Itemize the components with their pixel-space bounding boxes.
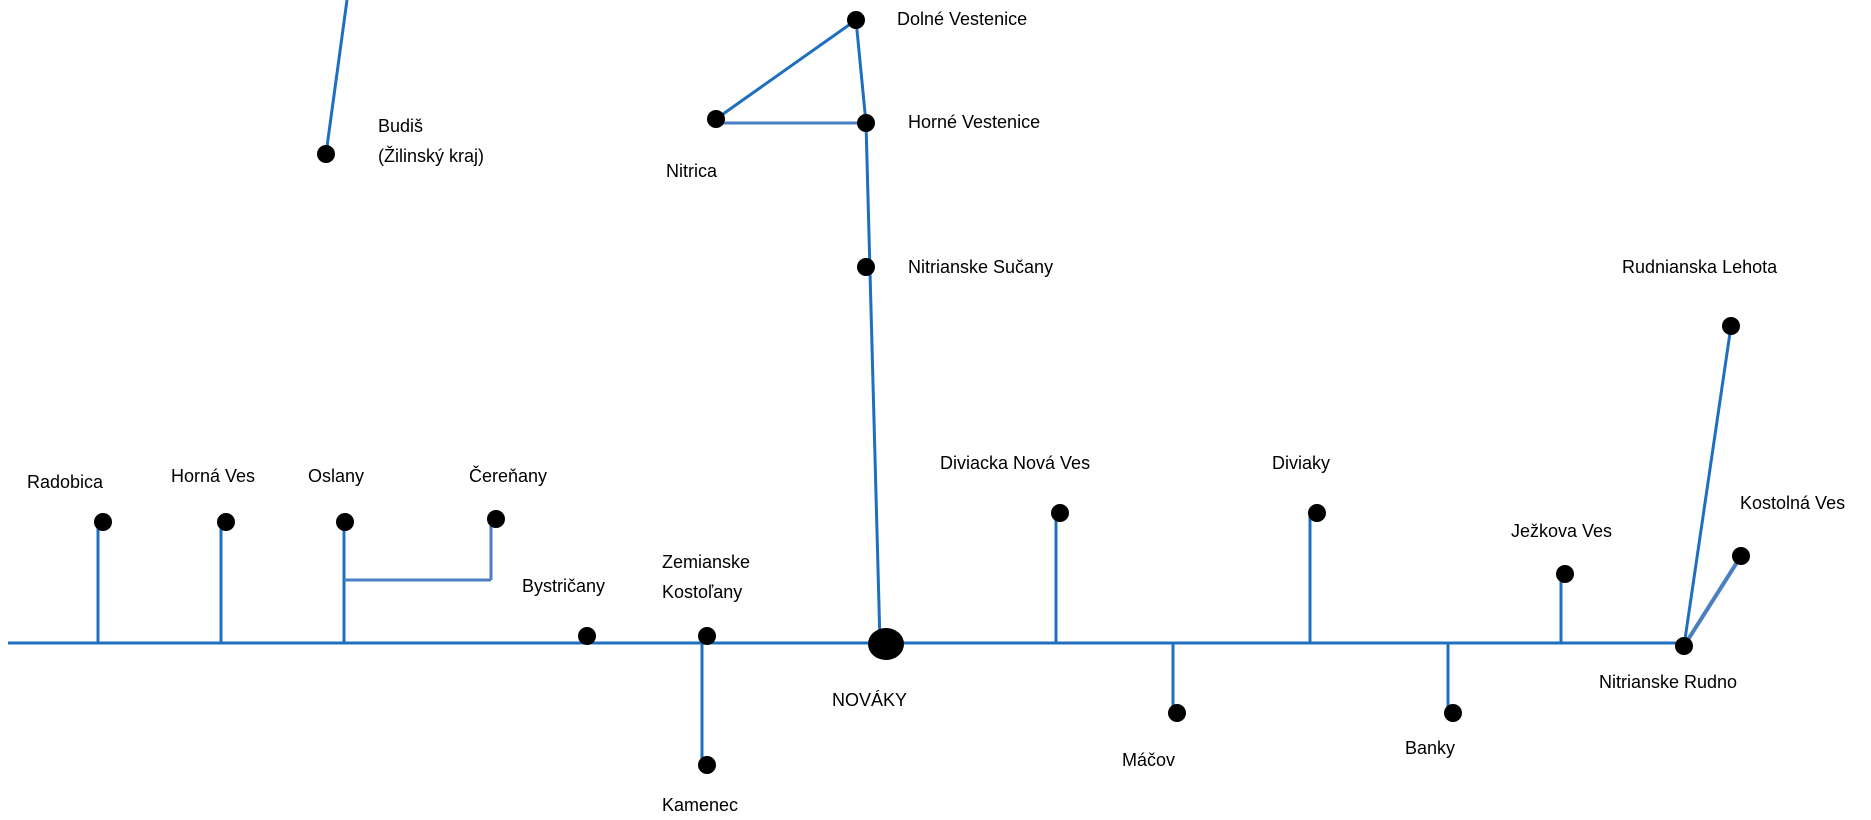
label-bystricany: Bystričany xyxy=(522,576,606,596)
node-diviaky xyxy=(1308,504,1326,522)
node-cerenany xyxy=(487,510,505,528)
label-budis-line2: (Žilinský kraj) xyxy=(378,146,484,166)
node-kostolna-ves xyxy=(1732,547,1750,565)
node-oslany xyxy=(336,513,354,531)
node-macov xyxy=(1168,704,1186,722)
label-radobica: Radobica xyxy=(27,472,104,492)
node-zemianske-kostolany xyxy=(698,627,716,645)
label-dolne-vestenice: Dolné Vestenice xyxy=(897,9,1028,29)
node-radobica xyxy=(94,513,112,531)
route-lines xyxy=(8,0,1743,765)
label-zemianske-kostolany: Zemianske Kostoľany xyxy=(662,547,750,607)
line-budis xyxy=(324,0,349,155)
label-banky: Banky xyxy=(1405,738,1456,758)
node-novaky xyxy=(868,628,904,660)
node-horna-ves xyxy=(217,513,235,531)
label-zemianske-kostolany-line1: Zemianske xyxy=(662,552,751,572)
label-nitrica: Nitrica xyxy=(666,161,718,181)
label-horne-vestenice: Horné Vestenice xyxy=(908,112,1041,132)
node-nitrianske-rudno xyxy=(1675,637,1693,655)
label-budis-line1: Budiš xyxy=(378,116,424,136)
label-zemianske-kostolany-line2: Kostoľany xyxy=(662,582,743,602)
label-diviaky: Diviaky xyxy=(1272,453,1331,473)
line-kostolna-ves xyxy=(1682,554,1743,648)
node-nitrica xyxy=(707,110,725,128)
node-rudnianska-lehota xyxy=(1722,317,1740,335)
line-nitrica-dolne xyxy=(715,18,857,121)
line-dolne-horne xyxy=(854,19,868,124)
label-macov: Máčov xyxy=(1122,750,1176,770)
node-bystricany xyxy=(578,627,596,645)
node-budis xyxy=(317,145,335,163)
line-horne-novaky xyxy=(864,122,882,644)
node-dolne-vestenice xyxy=(847,11,865,29)
node-horne-vestenice xyxy=(857,114,875,132)
label-cerenany: Čereňany xyxy=(469,466,548,486)
label-oslany: Oslany xyxy=(308,466,365,486)
node-kamenec xyxy=(698,756,716,774)
node-banky xyxy=(1444,704,1462,722)
label-kamenec: Kamenec xyxy=(662,795,739,815)
line-rudnianska-lehota xyxy=(1682,325,1733,647)
label-nitrianske-sucany: Nitrianske Sučany xyxy=(908,257,1054,277)
label-novaky: NOVÁKY xyxy=(832,690,908,710)
node-jezkova-ves xyxy=(1556,565,1574,583)
label-diviacka-nova-ves: Diviacka Nová Ves xyxy=(940,453,1091,473)
label-kostolna-ves: Kostolná Ves xyxy=(1740,493,1846,513)
station-nodes xyxy=(94,11,1750,774)
label-horna-ves: Horná Ves xyxy=(171,466,256,486)
label-nitrianske-rudno: Nitrianske Rudno xyxy=(1599,672,1738,692)
node-nitrianske-sucany xyxy=(857,258,875,276)
label-budis: Budiš (Žilinský kraj) xyxy=(378,111,484,171)
label-jezkova-ves: Ježkova Ves xyxy=(1511,521,1613,541)
node-diviacka-nova-ves xyxy=(1051,504,1069,522)
label-rudnianska-lehota: Rudnianska Lehota xyxy=(1622,257,1778,277)
